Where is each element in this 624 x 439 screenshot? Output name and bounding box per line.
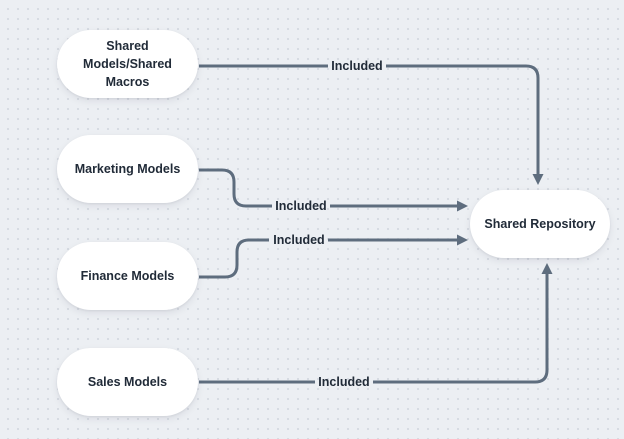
- node-label: Finance Models: [80, 269, 175, 283]
- edge-label-included-1[interactable]: Included: [331, 59, 383, 73]
- edge-label-included-3[interactable]: Included: [273, 233, 325, 247]
- edge-segment[interactable]: [386, 64, 540, 175]
- node-label: Shared Repository: [484, 217, 596, 231]
- edge-sales-to-repository[interactable]: [199, 263, 553, 384]
- edge-segment[interactable]: [373, 273, 549, 384]
- node-label: Shared Models/Shared Macros: [83, 39, 172, 89]
- edge-segment[interactable]: [199, 238, 269, 279]
- edge-label-included-2[interactable]: Included: [275, 199, 327, 213]
- node-shared-repository[interactable]: Shared Repository: [470, 190, 610, 258]
- edge-segment[interactable]: [199, 168, 272, 208]
- edge-marketing-to-repository[interactable]: [199, 168, 468, 212]
- node-marketing-models[interactable]: Marketing Models: [57, 135, 198, 203]
- edge-finance-to-repository[interactable]: [199, 234, 468, 279]
- arrowhead-right-icon: [457, 234, 468, 246]
- node-finance-models[interactable]: Finance Models: [57, 242, 198, 310]
- edge-label-included-4[interactable]: Included: [318, 375, 370, 389]
- node-sales-models[interactable]: Sales Models: [57, 348, 198, 416]
- node-shared-models-shared-macros[interactable]: Shared Models/Shared Macros: [57, 30, 198, 98]
- edge-shared-models-to-repository[interactable]: [199, 64, 544, 185]
- arrowhead-down-icon: [532, 174, 544, 185]
- arrowhead-right-icon: [457, 200, 468, 212]
- node-label: Sales Models: [87, 375, 168, 389]
- node-label: Marketing Models: [74, 162, 181, 176]
- arrowhead-up-icon: [541, 263, 553, 274]
